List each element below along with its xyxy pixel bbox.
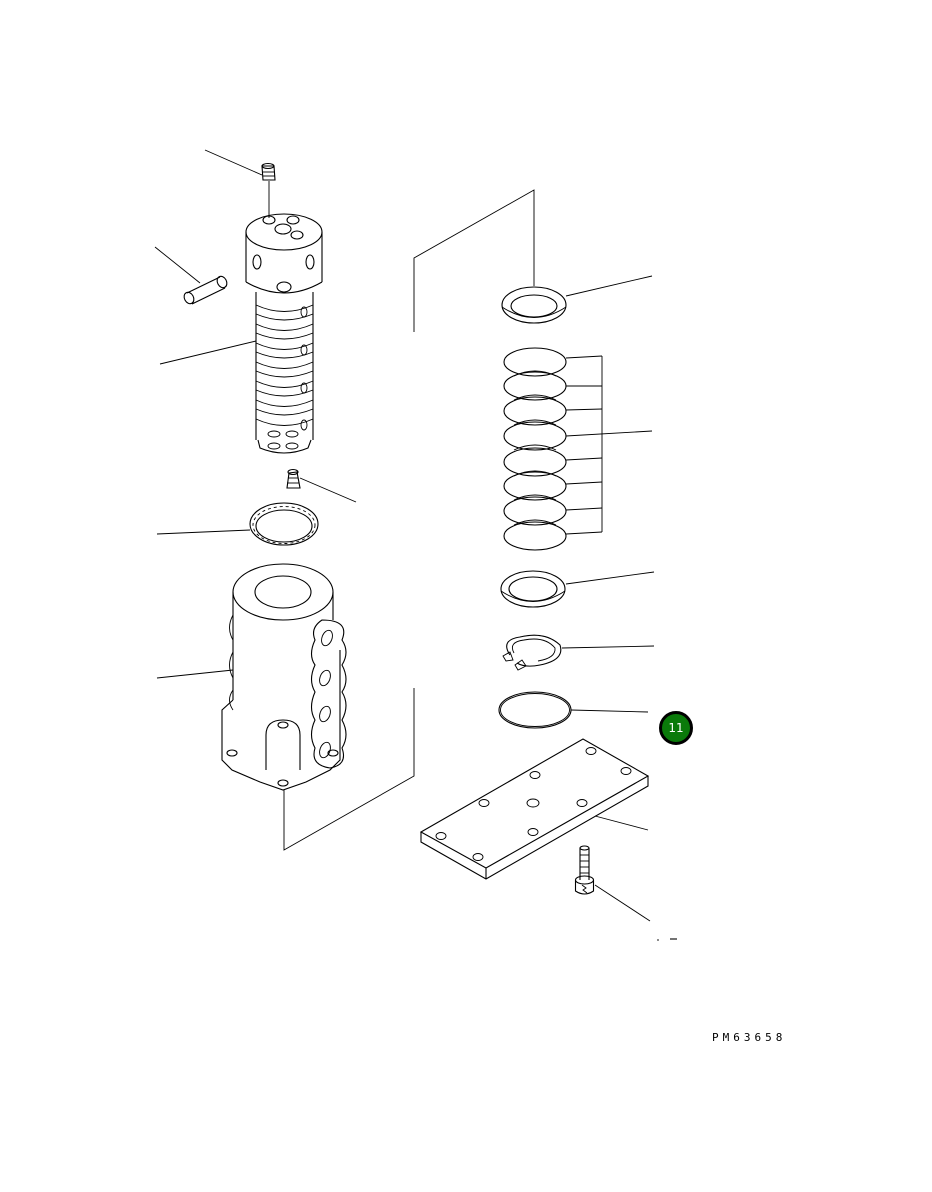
backup-ring[interactable] — [156, 502, 319, 546]
valve-body[interactable] — [156, 563, 347, 791]
washer-bottom[interactable] — [500, 570, 655, 608]
plate[interactable] — [419, 738, 650, 880]
o-ring[interactable] — [498, 691, 649, 729]
seal-rings[interactable] — [503, 347, 653, 551]
washer-top[interactable] — [501, 275, 653, 324]
spool[interactable] — [159, 213, 323, 454]
pin[interactable] — [154, 246, 229, 305]
bolt[interactable] — [574, 845, 678, 941]
drawing-id: PM63658 — [712, 1031, 787, 1044]
leader-bracket — [283, 189, 535, 851]
plug-small[interactable] — [286, 468, 357, 503]
callout-badge[interactable]: 11 — [659, 711, 693, 745]
plug-screw-top[interactable] — [204, 149, 276, 218]
snap-ring[interactable] — [502, 634, 655, 671]
